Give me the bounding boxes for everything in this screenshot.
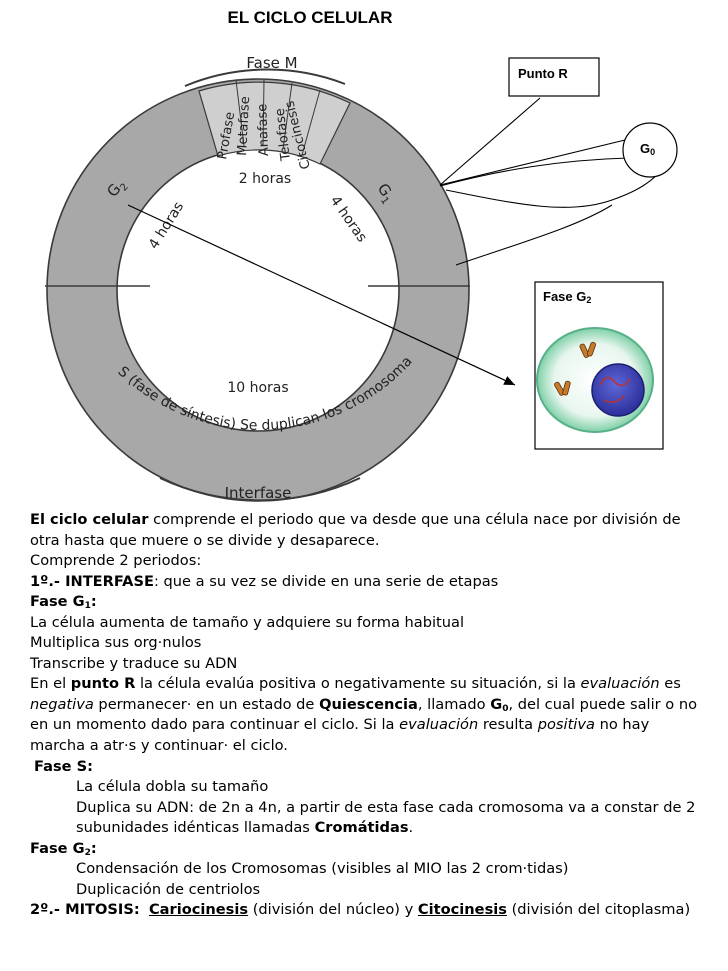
punto-r-box [508, 57, 600, 97]
cuatro-horas-left: 4 horas [146, 199, 187, 252]
paragraph-line: otra hasta que muere o se divide y desap… [30, 531, 380, 549]
paragraph-line: marcha a atr·s y continuar· el ciclo. [30, 737, 288, 755]
paragraph-line: La célula aumenta de tamaño y adquiere s… [30, 613, 465, 631]
paragraph-line: Duplicación de centriolos [76, 880, 261, 898]
punto-r-label: Punto R [518, 66, 568, 81]
fase-g2-label: Fase G2 [543, 289, 592, 305]
paragraph-line: El ciclo celular comprende el periodo qu… [30, 511, 681, 528]
paragraph-line: en un momento dado para continuar el cic… [30, 716, 650, 734]
fase-s-heading: Fase S: [34, 757, 93, 775]
phase-metafase: Metafase [235, 96, 253, 156]
paragraph-line: La célula dobla su tamaño [76, 778, 269, 796]
paragraph-line: En el punto R la célula evalúa positiva … [30, 675, 681, 693]
dos-horas-label: 2 horas [239, 171, 291, 187]
fase-g1-heading: Fase G1: [30, 593, 97, 612]
fase-m-label: Fase M [246, 54, 297, 72]
paragraph-line: Duplica su ADN: de 2n a 4n, a partir de … [76, 798, 696, 816]
body-text: El ciclo celular comprende el periodo qu… [30, 510, 720, 921]
fase-m-sector [198, 81, 351, 165]
cuatro-horas-right: 4 horas [327, 193, 370, 245]
cell-illustration [536, 327, 654, 433]
phase-telofase: Telofase [273, 107, 294, 162]
paragraph-line: Transcribe y traduce su ADN [30, 654, 238, 672]
paragraph-line: negativa permanecer· en un estado de Qui… [30, 695, 698, 714]
fase-g2-heading: Fase G2: [30, 839, 97, 858]
g0-loop-top [439, 157, 629, 187]
phase-anafase: Anafase [255, 103, 272, 156]
mitosis-heading: 2º.- MITOSIS: Cariocinesis (división del… [30, 901, 691, 919]
cell-cycle-diagram: Fase M Profase Metafase Anafase Telofase… [0, 0, 678, 502]
punto-r-connector [439, 97, 626, 186]
paragraph-line: Condensación de los Cromosomas (visibles… [76, 860, 569, 878]
interfase-label: Interfase [225, 484, 292, 502]
paragraph-line: Multiplica sus org·nulos [30, 634, 202, 652]
diez-horas-label: 10 horas [227, 380, 288, 396]
paragraph-line: subunidades idénticas llamadas Cromátida… [76, 819, 414, 837]
interfase-heading: 1º.- INTERFASE: que a su vez se divide e… [30, 572, 499, 590]
cycle-ring [45, 68, 470, 502]
paragraph-line: Comprende 2 periodos: [30, 552, 202, 570]
g0-circle [622, 122, 678, 178]
g0-label: G0 [640, 141, 656, 157]
g2-arrow [127, 204, 516, 386]
g0-loop-return [445, 171, 661, 266]
page-title: EL CICLO CELULAR [227, 8, 393, 27]
